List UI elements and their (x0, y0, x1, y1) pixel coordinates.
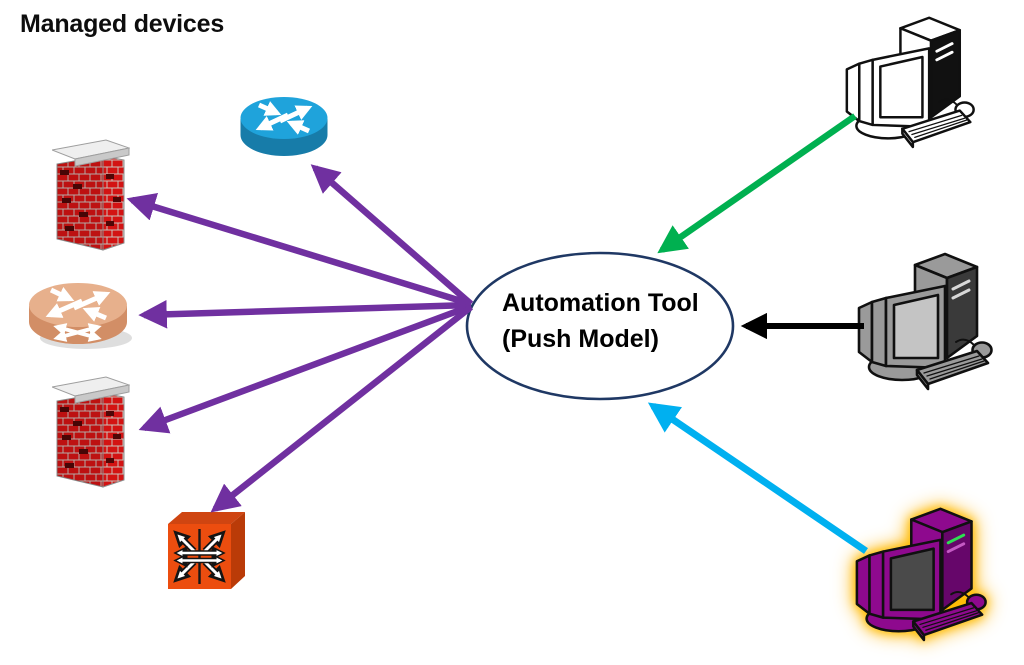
multilayer-switch-icon (165, 507, 247, 592)
automation-tool-label: Automation Tool (Push Model) (502, 285, 699, 357)
push-arrow-to-router-blue (310, 164, 474, 307)
router-icon (239, 96, 329, 160)
push-arrow-to-router-tan (138, 300, 472, 329)
workstation-icon (855, 248, 995, 398)
inbound-arrow-cyan (647, 402, 868, 554)
page-title: Managed devices (20, 10, 225, 38)
workstation-icon (853, 503, 989, 649)
push-arrow-to-firewall-2 (138, 302, 473, 434)
workstation-icon (843, 12, 977, 156)
push-arrow-to-firewall-1 (126, 193, 472, 308)
automation-tool-label-line2: (Push Model) (502, 325, 659, 353)
router-icon (24, 281, 134, 351)
firewall-icon (52, 139, 130, 252)
automation-tool-label-line1: Automation Tool (502, 289, 699, 317)
inbound-arrow-green (657, 113, 857, 254)
firewall-icon (52, 376, 130, 489)
automation-tool-ellipse (465, 251, 735, 401)
push-arrow-to-switch (210, 304, 474, 513)
